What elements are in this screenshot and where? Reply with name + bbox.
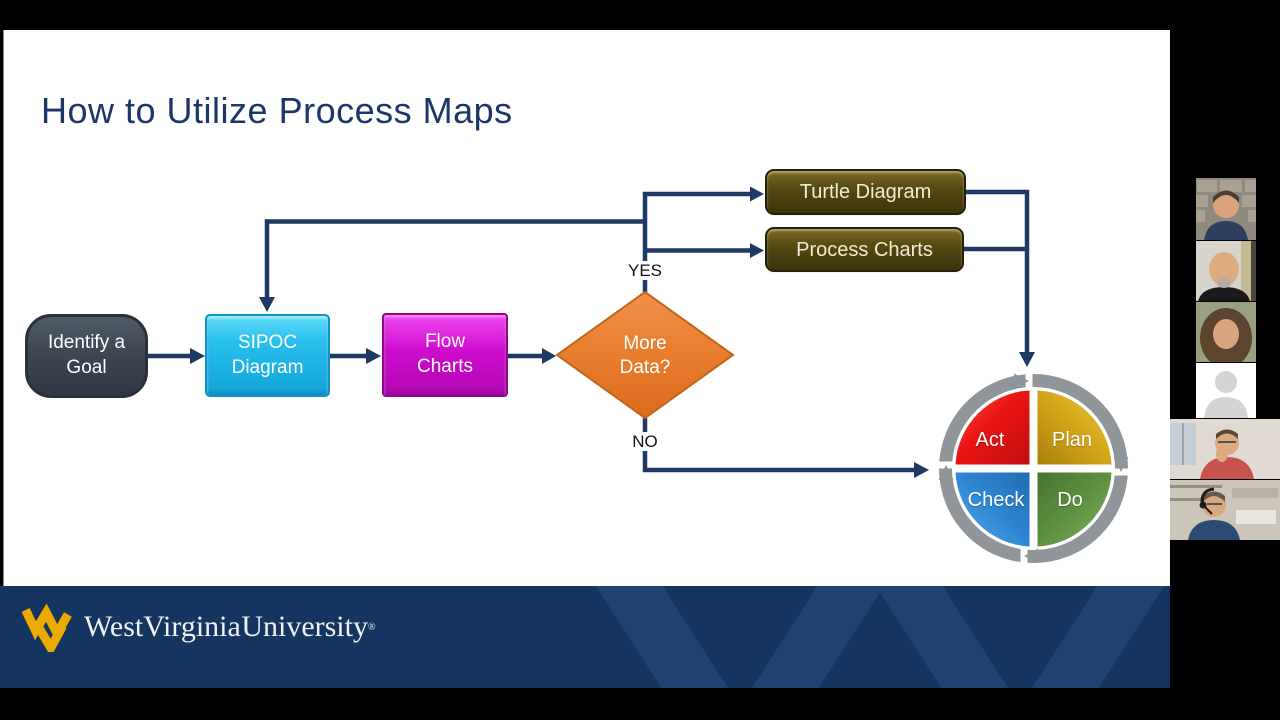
- wvu-brand-text: West Virginia University: [84, 610, 368, 643]
- pdca-ring: [939, 374, 1128, 563]
- participant-6-video-frame: [1170, 480, 1280, 540]
- participant-5-video-frame: [1170, 419, 1280, 479]
- node-flow-label: Flow Charts: [417, 331, 473, 377]
- participant-3-video-frame: [1196, 302, 1256, 362]
- node-process-label: Process Charts: [796, 238, 933, 261]
- branch-label-yes: YES: [621, 261, 669, 280]
- pdca-ring-gaps: [936, 372, 1131, 566]
- pdca-quadrant-do: [1037, 472, 1112, 547]
- participant-video-5[interactable]: [1170, 419, 1280, 479]
- pdca-quadrant-check: [955, 472, 1030, 547]
- branch-label-no: NO: [621, 432, 669, 451]
- wvu-footer-bar: West Virginia University®: [0, 586, 1170, 688]
- participant-video-6[interactable]: [1170, 480, 1280, 540]
- node-sipoc-diagram: SIPOC Diagram: [205, 314, 330, 397]
- node-process-charts: Process Charts: [765, 227, 964, 272]
- participant-video-3[interactable]: [1196, 302, 1256, 362]
- node-sipoc-label: SIPOC Diagram: [231, 331, 304, 378]
- participant-video-2[interactable]: [1196, 241, 1256, 301]
- wvu-chevron-watermark: [595, 586, 1165, 688]
- wvu-flying-wv-logo-icon: [22, 604, 72, 652]
- participant-video-strip: [1170, 0, 1280, 720]
- participant-2-video-frame: [1196, 241, 1256, 301]
- node-identify-goal-label: Identify a Goal: [47, 332, 126, 378]
- pdca-quadrant-act: [955, 390, 1030, 465]
- registered-mark: ®: [367, 622, 376, 633]
- wvu-wordmark: West Virginia University®: [84, 610, 376, 644]
- pdca-ring-arrowheads: [938, 373, 1129, 564]
- slide-title: How to Utilize Process Maps: [41, 90, 513, 131]
- node-flow-charts: Flow Charts: [382, 313, 508, 397]
- pdca-quadrant-plan: [1037, 390, 1112, 465]
- node-identify-goal: Identify a Goal: [25, 314, 148, 398]
- pdca-cycle-diagram: [936, 372, 1131, 566]
- node-turtle-diagram: Turtle Diagram: [765, 169, 966, 215]
- node-turtle-label: Turtle Diagram: [799, 181, 932, 203]
- avatar-silhouette-icon: [1196, 363, 1256, 418]
- participant-video-1[interactable]: [1196, 178, 1256, 240]
- participant-video-4-avatar-placeholder[interactable]: [1196, 363, 1256, 418]
- participant-1-video-frame: [1196, 178, 1256, 240]
